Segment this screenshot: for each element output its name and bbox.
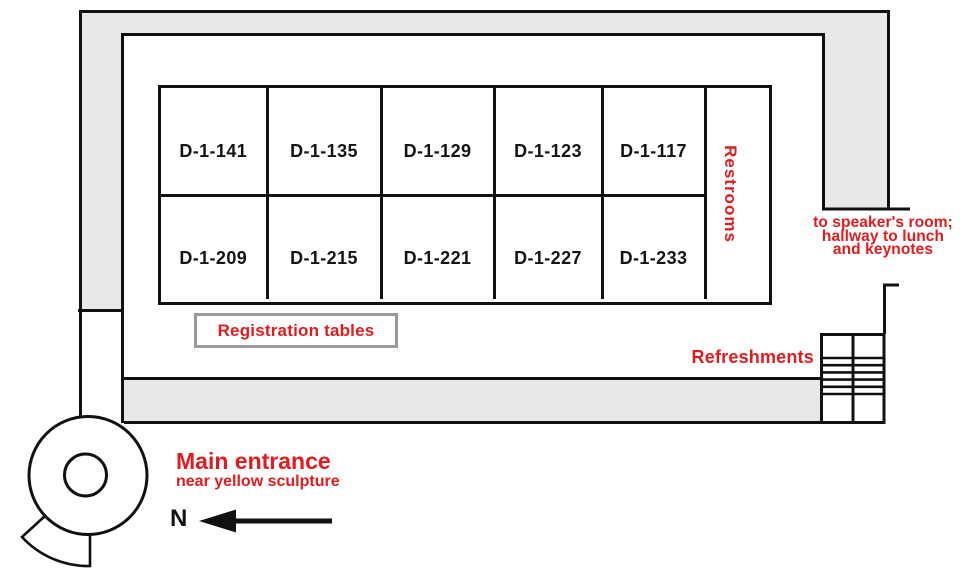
speaker-note-line: hallway to lunch [821,227,945,245]
room-cell: D-1-123 [492,88,601,197]
hallway-bands [80,11,889,423]
north-arrow-icon [199,509,332,533]
room-cell: D-1-227 [492,196,601,299]
inner-wall [121,33,910,423]
speaker-note-line: and keynotes [832,241,934,259]
speaker-note-line: to speaker's room; [813,214,953,231]
speaker-doorway-wall [883,283,899,334]
room-cell: D-1-141 [161,88,266,197]
room-cell: D-1-129 [379,88,493,197]
room-cell: D-1-221 [379,196,493,299]
hallway-bottom-band [124,378,821,423]
speaker-room-note: to speaker's room; hallway to lunch and … [785,214,979,259]
walls [78,10,910,424]
room-cell: D-1-209 [179,247,248,268]
registration-tables-text: Registration tables [217,320,375,340]
sculpture-and-entrance [20,415,149,568]
restrooms-label: Restrooms [721,144,741,243]
sculpture-inner-circle [63,452,108,498]
main-entrance-title: Main entrance [176,448,331,474]
north-label: N [170,505,188,532]
restrooms-cell: Restrooms [703,88,755,299]
hallway-left-band [80,11,123,311]
refreshments-label: Refreshments [691,347,814,367]
room-cell: D-1-215 [265,196,380,299]
stairs-treads [821,356,884,396]
room-cell: D-1-135 [265,88,380,197]
stairs-icon [820,333,886,424]
registration-tables-label: Registration tables [194,313,398,348]
main-entrance-subtitle: near yellow sculpture [176,473,340,490]
door-swing-arc [20,515,92,568]
hallway-top-band [80,11,889,35]
session-rooms-grid: D-1-141 D-1-135 D-1-129 D-1-123 D-1-117 … [158,85,772,305]
hallway-right-band [823,34,889,210]
room-cell: D-1-233 [600,196,704,299]
room-cell: D-1-117 [600,88,704,197]
outer-wall [79,10,890,416]
